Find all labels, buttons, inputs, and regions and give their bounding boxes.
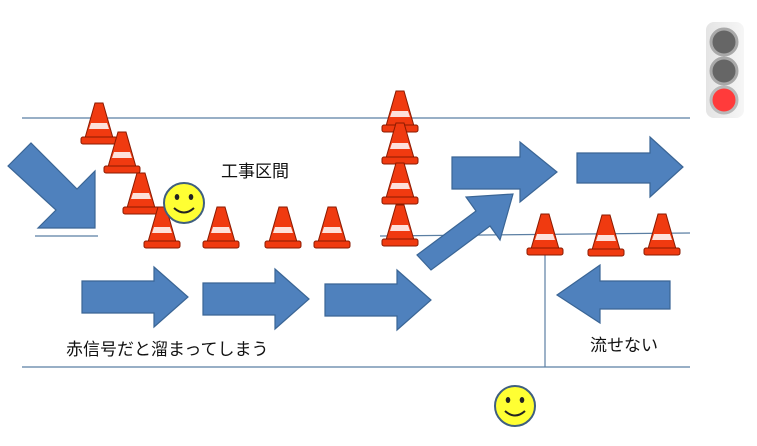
traffic-cone-icon bbox=[381, 204, 419, 247]
traffic-signal-icon bbox=[706, 22, 744, 118]
smiley-face-icon bbox=[163, 182, 205, 224]
traffic-cone-icon bbox=[313, 206, 351, 249]
cannot-flow-label: 流せない bbox=[590, 336, 658, 356]
signal-lamp-middle bbox=[709, 56, 739, 86]
flow-arrow-upper-1 bbox=[451, 140, 558, 204]
flow-arrow-upper-2 bbox=[576, 135, 684, 199]
traffic-cone-icon bbox=[264, 206, 302, 249]
traffic-cone-icon bbox=[80, 102, 118, 145]
queue-arrow-3 bbox=[324, 268, 432, 332]
traffic-cone-icon bbox=[587, 214, 625, 257]
smiley-face-icon bbox=[494, 385, 536, 427]
merge-arrow-diagonal-up bbox=[416, 193, 514, 271]
traffic-cone-icon bbox=[381, 162, 419, 205]
merge-arrow-diagonal-down bbox=[7, 142, 96, 229]
traffic-cone-icon bbox=[122, 172, 160, 215]
signal-lamp-red bbox=[709, 85, 739, 115]
red-light-jam-label: 赤信号だと溜まってしまう bbox=[66, 340, 269, 360]
queue-arrow-1 bbox=[81, 265, 189, 329]
queue-arrow-2 bbox=[202, 267, 310, 331]
signal-lamp-top bbox=[709, 27, 739, 57]
traffic-cone-icon bbox=[202, 206, 240, 249]
construction-zone-label: 工事区間 bbox=[221, 162, 289, 182]
oncoming-arrow bbox=[555, 263, 671, 325]
traffic-cone-icon bbox=[643, 213, 681, 256]
